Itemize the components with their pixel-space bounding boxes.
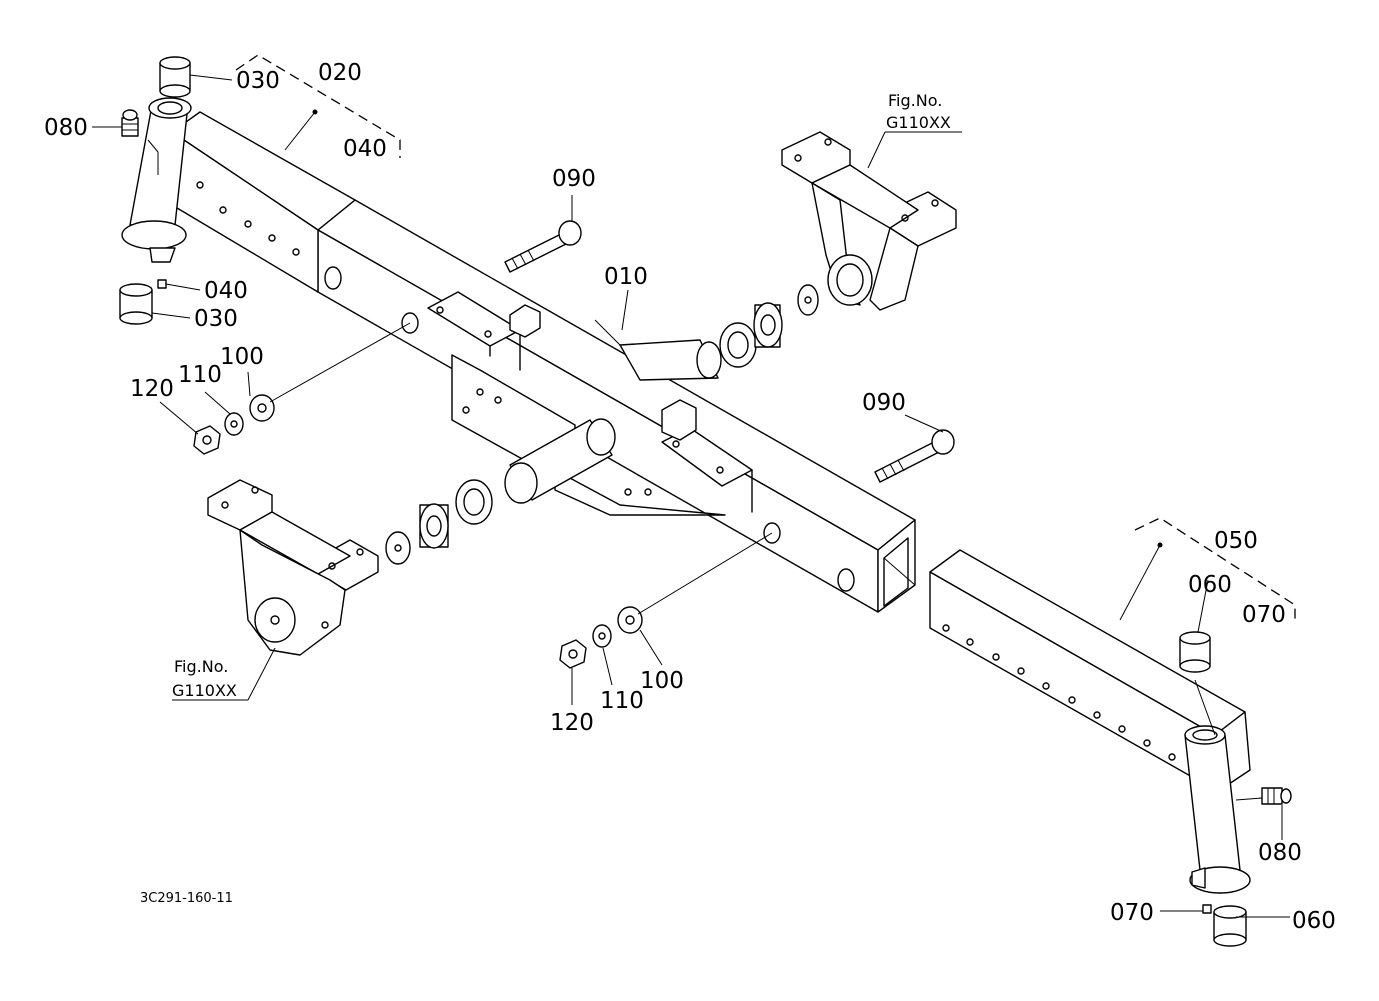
label-060-top: 060 — [1188, 572, 1232, 598]
fig-ref-title-left: Fig.No. — [174, 657, 228, 676]
fig-ref-number-left: G110XX — [172, 681, 237, 700]
set-screw-070 — [1202, 904, 1212, 914]
label-110-lower: 110 — [600, 688, 644, 714]
set-screw-040 — [157, 279, 167, 289]
main-beam — [317, 199, 916, 613]
label-010: 010 — [604, 264, 648, 290]
right-extension-beam — [929, 549, 1251, 894]
label-030-top: 030 — [236, 68, 280, 94]
label-050: 050 — [1214, 528, 1258, 554]
label-120-lower: 120 — [550, 710, 594, 736]
leader-lines — [92, 74, 1290, 918]
grease-fitting-right — [1261, 787, 1292, 805]
leader-050-a — [1119, 544, 1161, 621]
left-extension-beam — [121, 97, 356, 293]
label-110-upper: 110 — [178, 362, 222, 388]
bolt-090-lower — [874, 429, 955, 483]
label-120-upper: 120 — [130, 376, 174, 402]
label-060-bottom: 060 — [1292, 908, 1336, 934]
leader-020-a — [284, 111, 316, 151]
bushing-030-top — [159, 56, 191, 98]
leader-dot-050 — [1157, 542, 1163, 548]
leader-hardware-lower — [637, 532, 773, 615]
label-080-left: 080 — [44, 115, 88, 141]
leader-hardware-upper — [269, 322, 411, 403]
group-bracket-050 — [1134, 517, 1296, 622]
label-040-top: 040 — [343, 136, 387, 162]
front-trunnion-bushings — [385, 479, 493, 565]
label-070-bottom: 070 — [1110, 900, 1154, 926]
label-070-top: 070 — [1242, 602, 1286, 628]
left-mount-bracket — [207, 479, 379, 656]
bushing-030-bottom — [119, 283, 153, 325]
label-030-bottom: 030 — [194, 306, 238, 332]
label-100-upper: 100 — [220, 344, 264, 370]
label-020: 020 — [318, 60, 362, 86]
fig-ref-number-right: G110XX — [886, 113, 951, 132]
label-040-bottom: 040 — [204, 278, 248, 304]
bolt-090-upper — [504, 220, 582, 273]
rear-trunnion-bushings — [719, 284, 819, 368]
grease-fitting-left — [121, 109, 139, 137]
hardware-stack-lower — [559, 606, 643, 669]
group-bracket-020 — [235, 54, 401, 158]
label-090-upper: 090 — [552, 166, 596, 192]
bushing-060-top — [1179, 631, 1211, 673]
drawing-number: 3C291-160-11 — [140, 891, 233, 906]
label-100-lower: 100 — [640, 668, 684, 694]
leader-dot-020 — [312, 109, 318, 115]
label-090-lower: 090 — [862, 390, 906, 416]
label-080-right: 080 — [1258, 840, 1302, 866]
bushing-060-bottom — [1213, 905, 1247, 947]
hardware-stack-upper — [193, 394, 275, 455]
fig-ref-title-right: Fig.No. — [888, 91, 942, 110]
right-mount-bracket — [781, 131, 957, 311]
